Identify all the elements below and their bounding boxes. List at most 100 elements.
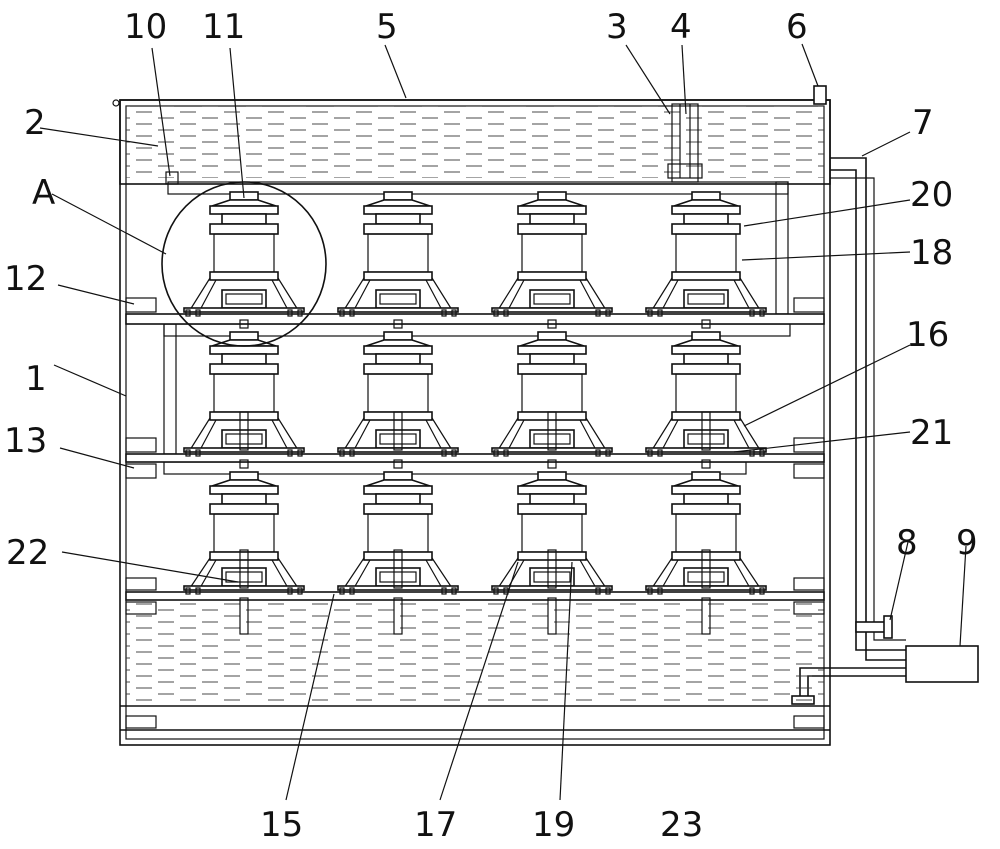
neck [221, 493, 267, 505]
reference-labels: 1 2 3 4 5 6 7 8 9 10 11 12 13 15 16 17 1… [4, 7, 978, 845]
base-inner [225, 433, 263, 445]
label-15: 15 [260, 805, 303, 845]
bolt [749, 587, 755, 595]
bolt [503, 309, 509, 317]
label-17: 17 [414, 805, 457, 845]
neck [375, 493, 421, 505]
nozzle [691, 191, 721, 201]
support-legs [651, 277, 761, 311]
label-13: 13 [4, 421, 47, 461]
leader-lines [39, 43, 967, 801]
growing-unit [491, 319, 613, 457]
bolt [195, 587, 201, 595]
bolt [441, 309, 447, 317]
bolt [595, 309, 601, 317]
nozzle [383, 191, 413, 201]
base-box [375, 429, 421, 449]
substrate-block [521, 513, 583, 553]
label-20: 20 [910, 175, 953, 215]
bolt [647, 449, 653, 457]
label-4: 4 [670, 7, 692, 47]
label-7: 7 [912, 103, 934, 143]
bolt [493, 587, 499, 595]
bolt [287, 587, 293, 595]
top-plate [517, 205, 587, 215]
bolt [349, 309, 355, 317]
nozzle-cap [211, 479, 277, 487]
base-inner [533, 571, 571, 583]
neck [683, 353, 729, 365]
tray [363, 411, 433, 421]
bolt [451, 309, 457, 317]
root-chain-lower [701, 597, 711, 635]
bolt [493, 449, 499, 457]
nozzle-cap [673, 199, 739, 207]
nozzle-cap [673, 479, 739, 487]
label-12: 12 [4, 259, 47, 299]
nozzle-cap [673, 339, 739, 347]
root-chain [393, 549, 403, 589]
bolt [647, 587, 653, 595]
label-1: 1 [25, 359, 47, 399]
tray [363, 271, 433, 281]
support-legs [343, 277, 453, 311]
nozzle-cap [519, 339, 585, 347]
nozzle-cap [365, 199, 431, 207]
root-chain-lower [547, 597, 557, 635]
base-box [683, 429, 729, 449]
root-chain [393, 411, 403, 451]
base-box [683, 567, 729, 587]
collar [363, 503, 433, 515]
tray [363, 551, 433, 561]
bolt [759, 587, 765, 595]
support-legs [189, 557, 299, 589]
tray [671, 271, 741, 281]
chain-head [393, 459, 403, 469]
foot-rail [491, 307, 613, 313]
growing-unit [645, 459, 767, 635]
collar [671, 363, 741, 375]
bolt [349, 449, 355, 457]
tray [671, 411, 741, 421]
nozzle [691, 471, 721, 481]
tray [517, 411, 587, 421]
chain-head [239, 459, 249, 469]
tray [517, 271, 587, 281]
bolt [185, 309, 191, 317]
support-legs [497, 277, 607, 311]
root-chain-lower [393, 597, 403, 635]
neck [683, 493, 729, 505]
bolt [287, 449, 293, 457]
bolt [297, 449, 303, 457]
base-inner [225, 571, 263, 583]
top-plate [671, 485, 741, 495]
support-legs [343, 417, 453, 451]
base-box [221, 567, 267, 587]
label-2: 2 [24, 103, 46, 143]
support-legs [189, 277, 299, 311]
support-legs [651, 557, 761, 589]
base-inner [379, 433, 417, 445]
neck [529, 213, 575, 225]
label-6: 6 [786, 7, 808, 47]
nozzle-cap [365, 479, 431, 487]
label-10: 10 [124, 7, 167, 47]
top-plate [517, 345, 587, 355]
substrate-block [675, 513, 737, 553]
base-box [375, 289, 421, 309]
bottom-water-tank [120, 600, 830, 731]
support-blocks [125, 297, 825, 729]
top-plate [209, 345, 279, 355]
label-a: A [32, 173, 55, 213]
support-legs [497, 417, 607, 451]
neck [683, 213, 729, 225]
shelf-bottom [125, 591, 825, 601]
bolt [287, 309, 293, 317]
top-plate [363, 345, 433, 355]
growing-unit [183, 191, 305, 317]
bolt [657, 309, 663, 317]
label-3: 3 [606, 7, 628, 47]
collar [363, 223, 433, 235]
tray [209, 411, 279, 421]
